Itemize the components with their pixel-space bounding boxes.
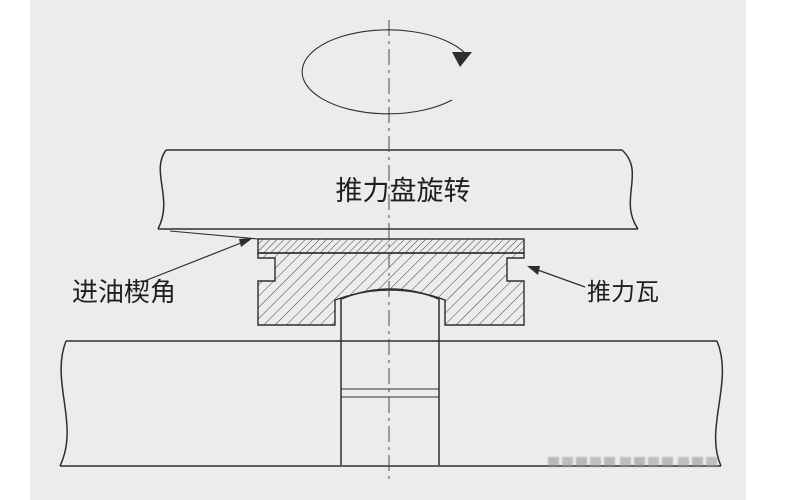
base-break-right (714, 340, 724, 467)
disc-break-left (157, 149, 167, 230)
pad-lining-layer (257, 238, 525, 254)
disc-break-right (621, 149, 639, 230)
rotation-arrowhead-icon (452, 52, 472, 67)
thrust-disc (157, 149, 639, 240)
thrust-pad-leader-line (534, 268, 586, 288)
rotation-arrow (301, 29, 472, 115)
oil-wedge-label: 进油楔角 (72, 278, 176, 308)
thrust-pad (257, 238, 525, 326)
thrust-pad-callout: 推力瓦 (527, 266, 659, 306)
oil-wedge-callout: 进油楔角 (72, 238, 253, 308)
oil-wedge-arrowhead-icon (239, 238, 253, 247)
oil-wedge-line (169, 230, 259, 240)
watermark (548, 457, 717, 467)
thrust-pad-label: 推力瓦 (587, 278, 659, 306)
pad-body (257, 252, 525, 326)
thrust-pad-arrowhead-icon (527, 266, 540, 275)
base-break-left (59, 340, 68, 467)
thrust-disc-label: 推力盘旋转 (336, 176, 471, 207)
rotation-arc (301, 29, 467, 115)
oil-wedge-leader-line (141, 240, 247, 283)
